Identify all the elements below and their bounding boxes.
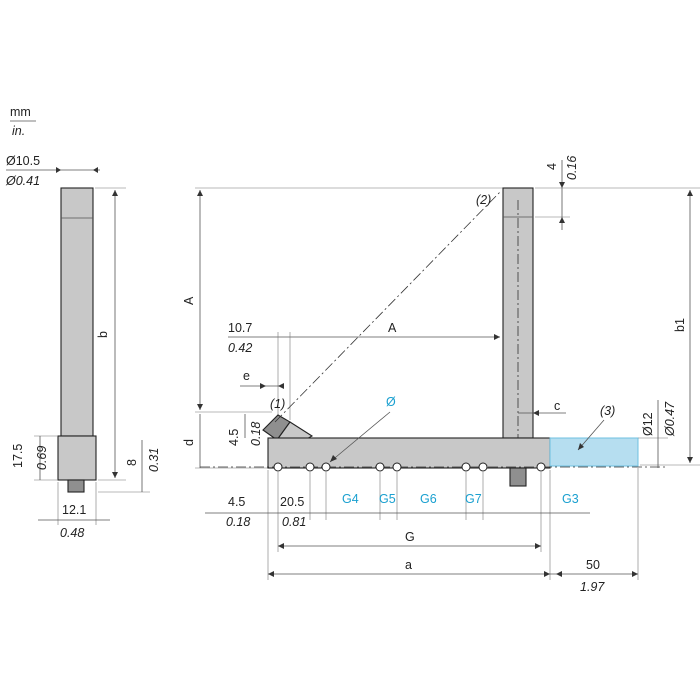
unit-mm: mm <box>10 105 31 119</box>
rod-body <box>60 187 94 437</box>
dim-e: e <box>243 369 250 383</box>
gap-G3: G3 <box>562 492 579 506</box>
dim-c: c <box>554 399 560 413</box>
unit-in: in. <box>12 124 25 138</box>
dim-a: a <box>405 558 412 572</box>
left-width-in: 0.48 <box>60 526 84 540</box>
left-diameter-in: Ø0.41 <box>5 174 40 188</box>
note-2: (2) <box>476 193 491 207</box>
bottom-4-5-mm: 4.5 <box>228 495 245 509</box>
dim-50-mm: 50 <box>586 558 600 572</box>
dim-4-5-mm: 4.5 <box>227 429 241 446</box>
base-pin <box>509 467 527 487</box>
gap-G7: G7 <box>465 492 482 506</box>
hole-diameter-label: Ø <box>386 395 396 409</box>
dim-10-7-mm: 10.7 <box>228 321 252 335</box>
left-view: Ø10.5 Ø0.41 b 17.5 0.69 8 0.31 12.1 0.48 <box>5 154 161 540</box>
dim-4-5-in: 0.18 <box>249 422 263 446</box>
light-beam <box>549 437 639 467</box>
left-foot-mm: 17.5 <box>11 444 25 468</box>
bottom-4-5-in: 0.18 <box>226 515 250 529</box>
mount-hole <box>536 462 546 472</box>
mount-hole <box>273 462 283 472</box>
note-1: (1) <box>270 397 285 411</box>
dim-50-in: 1.97 <box>580 580 605 594</box>
left-pin-mm: 8 <box>125 459 139 466</box>
left-width-mm: 12.1 <box>62 503 86 517</box>
rod-pin <box>67 479 85 493</box>
mount-hole <box>478 462 488 472</box>
mount-hole <box>461 462 471 472</box>
base-bar <box>267 437 551 469</box>
main-view: A d 4.5 0.18 10.7 0.42 A e (1) (2) <box>182 156 700 594</box>
dim-G: G <box>405 530 415 544</box>
beam-diameter-mm: Ø12 <box>641 412 655 436</box>
left-pin-in: 0.31 <box>147 448 161 472</box>
bottom-20-5-in: 0.81 <box>282 515 306 529</box>
top-4-in: 0.16 <box>565 156 579 180</box>
dim-A-vertical: A <box>182 296 196 305</box>
bottom-20-5-mm: 20.5 <box>280 495 304 509</box>
left-length-b: b <box>96 331 110 338</box>
gap-G6: G6 <box>420 492 437 506</box>
left-diameter-mm: Ø10.5 <box>6 154 40 168</box>
beam-diameter-in: Ø0.47 <box>663 401 677 437</box>
note-3: (3) <box>600 404 615 418</box>
dim-A-horizontal: A <box>388 321 397 335</box>
top-4-mm: 4 <box>545 163 559 170</box>
left-foot-in: 0.69 <box>35 446 49 470</box>
gap-G5: G5 <box>379 492 396 506</box>
mount-hole <box>392 462 402 472</box>
dim-10-7-in: 0.42 <box>228 341 252 355</box>
beam-axis-diagonal <box>274 191 501 423</box>
rod-foot <box>57 435 97 481</box>
mount-hole <box>305 462 315 472</box>
dim-b1: b1 <box>673 318 687 332</box>
mount-hole <box>321 462 331 472</box>
gap-G4: G4 <box>342 492 359 506</box>
dim-d: d <box>182 439 196 446</box>
mount-hole <box>375 462 385 472</box>
